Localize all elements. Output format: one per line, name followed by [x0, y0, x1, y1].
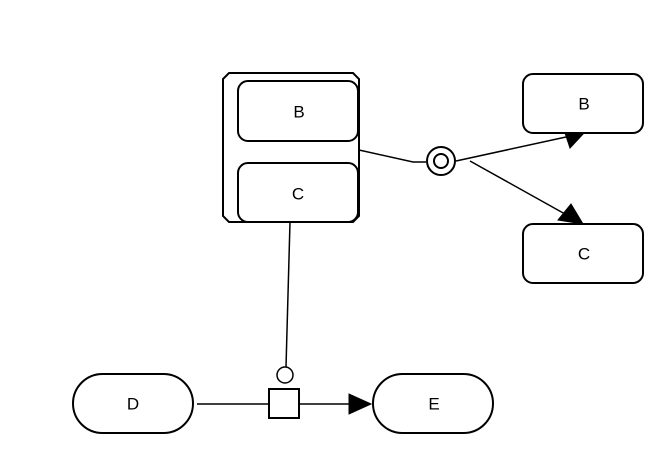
node-e[interactable]: E	[372, 373, 494, 434]
group-node-b[interactable]: B	[237, 80, 359, 142]
node-c[interactable]: C	[522, 223, 644, 284]
double-circle-junction-icon[interactable]	[426, 146, 456, 176]
node-d-box	[72, 373, 194, 434]
small-circle-connector-icon[interactable]	[276, 366, 294, 384]
node-c-label: C	[578, 245, 590, 264]
node-d[interactable]: D	[72, 373, 194, 434]
node-d-label: D	[127, 395, 139, 414]
group-node-c-box	[237, 162, 359, 223]
node-b-box	[522, 73, 644, 134]
node-e-box	[372, 373, 494, 434]
node-b-label: B	[578, 95, 589, 114]
square-gate-icon[interactable]	[268, 388, 300, 419]
edge-junction-to-b[interactable]	[455, 136, 567, 162]
arrowhead-to-c-icon	[557, 203, 584, 225]
arrowhead-to-e-icon	[348, 393, 373, 415]
node-e-label: E	[428, 395, 439, 414]
edge-group-c-to-gate[interactable]	[285, 221, 291, 368]
group-node-c[interactable]: C	[237, 162, 359, 223]
edge-group-to-junction[interactable]	[358, 149, 426, 163]
node-c-box	[522, 223, 644, 284]
group-node-b-box	[237, 80, 359, 142]
node-b[interactable]: B	[522, 73, 644, 134]
edge-junction-to-c[interactable]	[469, 160, 566, 215]
junction-inner-circle	[433, 153, 449, 169]
group-node-b-label: B	[293, 103, 304, 122]
group-node-c-label: C	[292, 185, 304, 204]
